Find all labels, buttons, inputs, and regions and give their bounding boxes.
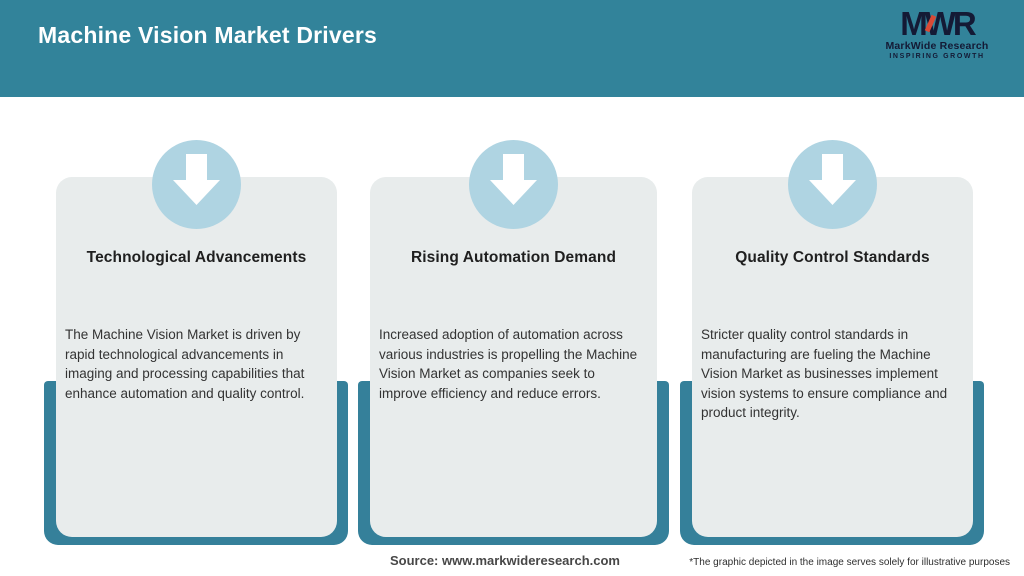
down-arrow-icon [152, 140, 241, 229]
down-arrow-icon [788, 140, 877, 229]
card-description: The Machine Vision Market is driven by r… [65, 327, 305, 401]
card-title: Quality Control Standards [735, 249, 930, 266]
logo-monogram-text: MWR [900, 5, 976, 42]
card-title: Technological Advancements [86, 249, 307, 266]
driver-card-technological-advancements: Technological Advancements The Machine V… [56, 177, 337, 537]
logo-monogram: MWR [878, 7, 996, 41]
down-arrow-icon [469, 140, 558, 229]
header-bar: Machine Vision Market Drivers MWR MarkWi… [0, 0, 1024, 97]
driver-card-rising-automation-demand: Rising Automation Demand Increased adopt… [370, 177, 657, 537]
page-title: Machine Vision Market Drivers [38, 22, 378, 48]
card-description: Stricter quality control standards in ma… [701, 327, 948, 420]
card-description: Increased adoption of automation across … [379, 327, 638, 401]
driver-card-quality-control-standards: Quality Control Standards Stricter quali… [692, 177, 973, 537]
source-text: Source: www.markwideresearch.com [389, 553, 620, 568]
disclaimer-text: *The graphic depicted in the image serve… [689, 557, 1010, 568]
card-title: Rising Automation Demand [410, 249, 617, 266]
markwide-logo: MWR MarkWide Research INSPIRING GROWTH [878, 7, 996, 61]
logo-company-name: MarkWide Research [885, 40, 989, 52]
logo-tagline: INSPIRING GROWTH [889, 53, 985, 60]
